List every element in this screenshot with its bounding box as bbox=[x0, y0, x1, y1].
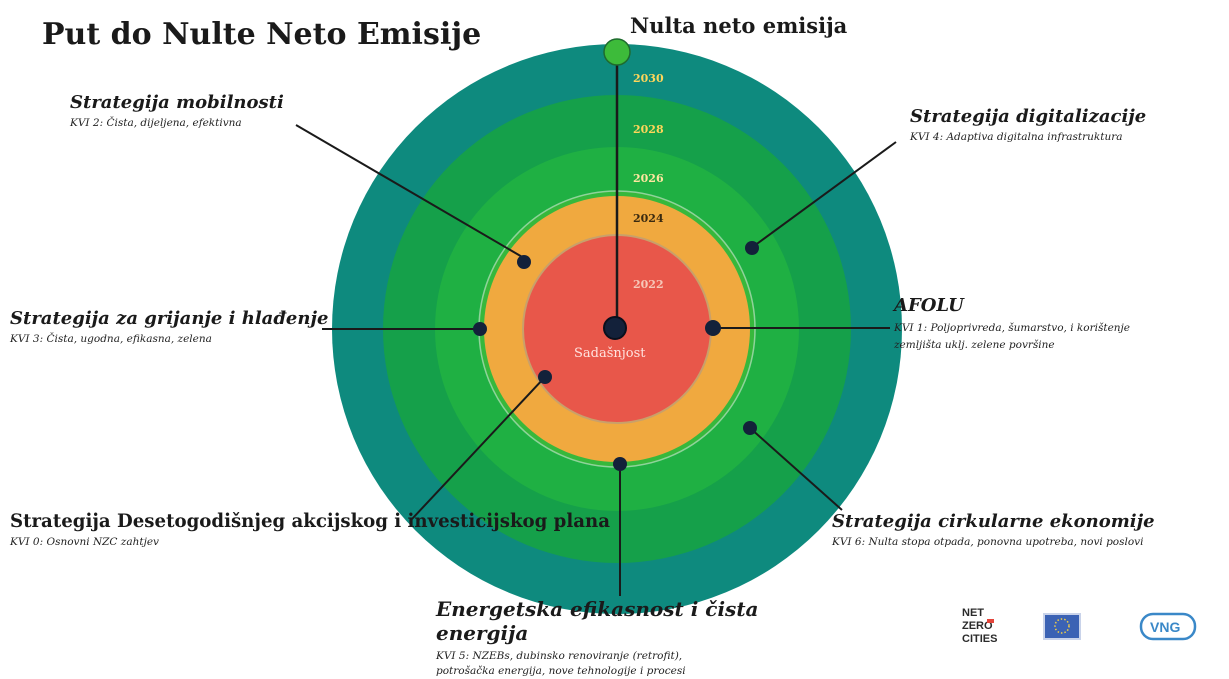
strategy-energy-title-line2: energija bbox=[436, 621, 528, 645]
vng-logo-text: VNG bbox=[1150, 619, 1180, 635]
dot-circular bbox=[743, 421, 757, 435]
year-label-2024: 2024 bbox=[633, 212, 664, 225]
strategy-energy-subtitle-line2: potrošačka energija, nove tehnologije i … bbox=[436, 664, 686, 677]
connector-digital bbox=[753, 141, 897, 247]
strategy-circular-subtitle: KVI 6: Nulta stopa otpada, ponovna upotr… bbox=[831, 536, 1143, 548]
connector-ten-year bbox=[411, 376, 546, 520]
year-label-2028: 2028 bbox=[633, 123, 664, 136]
strategy-energy-subtitle-line1: KVI 5: NZEBs, dubinsko renoviranje (retr… bbox=[435, 650, 682, 662]
strategy-digital-title: Strategija digitalizacije bbox=[910, 106, 1146, 127]
dot-afolu bbox=[705, 320, 721, 336]
dot-heating bbox=[473, 322, 487, 336]
strategy-heating-title: Strategija za grijanje i hlađenje bbox=[10, 308, 328, 329]
strategy-mobility-title: Strategija mobilnosti bbox=[70, 92, 284, 113]
vng-logo: VNG bbox=[1139, 612, 1197, 641]
strategy-mobility-subtitle: KVI 2: Čista, dijeljena, efektivna bbox=[69, 115, 242, 129]
strategy-energy-title-line1: Energetska efikasnost i čista bbox=[435, 597, 759, 621]
strategy-ten-year-title: Strategija Desetogodišnjeg akcijskog i i… bbox=[10, 510, 610, 532]
page-title: Put do Nulte Neto Emisije bbox=[42, 17, 481, 52]
strategy-digital-subtitle: KVI 4: Adaptiva digitalna infrastruktura bbox=[909, 131, 1123, 143]
center-dot bbox=[603, 316, 627, 340]
connector-circular bbox=[749, 427, 843, 511]
year-label-2022: 2022 bbox=[633, 278, 664, 291]
year-label-2026: 2026 bbox=[633, 172, 664, 185]
strategy-afolu-subtitle-line2: zemljišta uklj. zelene površine bbox=[893, 339, 1055, 351]
dot-mobility bbox=[517, 255, 531, 269]
netzero-logo-line3: CITIES bbox=[962, 633, 997, 645]
net-zero-target-marker bbox=[603, 38, 631, 66]
dot-digital bbox=[745, 241, 759, 255]
netzero-logo-line2: ZERO bbox=[962, 620, 993, 632]
strategy-afolu-title: AFOLU bbox=[892, 295, 965, 316]
strategy-ten-year-subtitle: KVI 0: Osnovni NZC zahtjev bbox=[9, 536, 159, 548]
connector-mobility bbox=[295, 124, 525, 259]
year-label-2030: 2030 bbox=[633, 72, 664, 85]
strategy-heating-subtitle: KVI 3: Čista, ugodna, efikasna, zelena bbox=[9, 331, 212, 345]
center-label: Sadašnjost bbox=[574, 346, 646, 361]
eu-flag-logo bbox=[1043, 613, 1081, 640]
strategy-afolu-subtitle-line1: KVI 1: Poljoprivreda, šumarstvo, i koriš… bbox=[893, 322, 1130, 334]
dot-energy bbox=[613, 457, 627, 471]
dot-ten-year bbox=[538, 370, 552, 384]
netzero-logo-line1: NET bbox=[962, 607, 984, 619]
netzerocities-logo: NET ZERO CITIES bbox=[962, 607, 997, 645]
target-label: Nulta neto emisija bbox=[630, 13, 848, 38]
strategy-circular-title: Strategija cirkularne ekonomije bbox=[832, 511, 1155, 532]
